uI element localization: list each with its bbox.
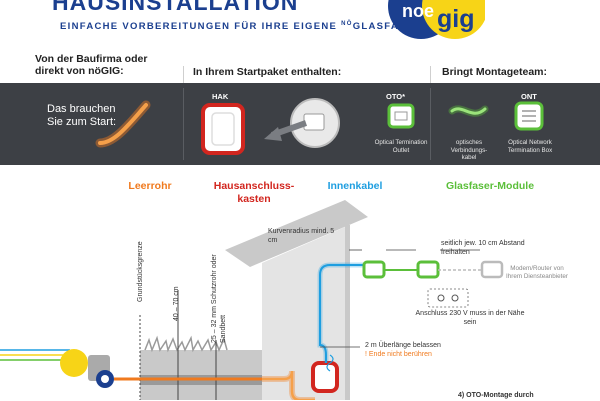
kurvenradius-note: Kurvenradius mind. 5 cm — [268, 228, 335, 244]
col2-header: In Ihrem Startpaket enthalten: — [193, 66, 342, 78]
router-icon — [480, 260, 504, 279]
hak-inner-icon — [211, 112, 235, 146]
page-title: HAUSINSTALLATION — [52, 0, 299, 15]
cable-coil-icon — [326, 354, 334, 372]
fiber-cable-icon — [450, 107, 487, 115]
col1-header: Von der Baufirma oder direkt von nöGIG: — [35, 53, 148, 77]
logo-noe-text: noe — [402, 1, 434, 21]
oto-socket-face — [303, 113, 325, 131]
hak-box-icon — [311, 361, 339, 393]
arrow-head-icon — [264, 127, 282, 141]
power-outlet-frame — [427, 288, 469, 308]
logo-gig-text: gig — [437, 5, 475, 33]
oto-label: OTO* — [386, 92, 406, 101]
oto-outlet-icon — [387, 103, 415, 129]
start-items-illustration — [95, 98, 544, 155]
logo-yellow-circle — [422, 0, 485, 39]
ueberlaenge-note: 2 m Überlänge belassen — [365, 342, 441, 349]
hak-label: HAK — [212, 92, 229, 101]
ont-description: Optical Network Termination Box — [507, 139, 553, 154]
leerrohr-icon — [98, 103, 148, 145]
innenkabel-line — [319, 264, 366, 363]
divider — [430, 66, 431, 83]
bottom-note: 4) OTO-Montage durch — [458, 392, 534, 399]
house-wall — [262, 227, 345, 400]
installation-diagram — [0, 200, 504, 400]
oto-description: Optical Termination Outlet — [374, 139, 428, 154]
ont-box-icon — [416, 260, 440, 279]
subtitle-text: EINFACHE VORBEREITUNGEN FÜR IHRE EIGENE — [60, 21, 342, 33]
power-socket-icon — [437, 294, 445, 302]
house-inner-wall — [345, 225, 350, 400]
modem-note: Modem/Router von Ihrem Diensteanbieter — [506, 265, 568, 280]
warning-icon: ! — [365, 351, 369, 358]
connector-core-icon — [101, 375, 109, 383]
power-socket-icon — [451, 294, 459, 302]
subtitle-sup: NÖ — [341, 21, 353, 27]
anschluss-note: Anschluss 230 V muss in der Nähe sein — [415, 310, 525, 326]
ont-label: ONT — [521, 92, 537, 101]
grundstuecksgrenze-label: Grundstücksgrenze — [137, 241, 144, 302]
hak-box-icon — [201, 103, 245, 155]
category-innenkabel: Innenkabel — [327, 180, 383, 192]
ende-warning: ! Ende nicht berühren — [365, 351, 432, 360]
subtitle-end: GLASFASER — [352, 21, 423, 33]
category-leerrohr: Leerrohr — [128, 180, 172, 192]
divider — [183, 66, 184, 83]
abstand-note: seitlich jew. 10 cm Abstand freihalten — [441, 240, 525, 256]
page-subtitle: EINFACHE VORBEREITUNGEN FÜR IHRE EIGENE … — [60, 21, 422, 32]
divider — [430, 88, 431, 160]
schutzrohr-label: 25 – 32 mm Schutzrohr oder Sandbett — [211, 254, 227, 343]
tiefe-label: 40 – 70 cm — [173, 286, 180, 321]
oto-outlet-icon — [362, 260, 386, 279]
col3-header: Bringt Montageteam: — [442, 66, 547, 78]
oto-outlet-port — [394, 111, 408, 121]
noegig-logo: noe gig — [388, 0, 485, 39]
house-roof — [225, 200, 368, 267]
grass-icon — [144, 335, 228, 353]
category-glasfaser-module: Glasfaser-Module — [445, 180, 535, 192]
fiber-description: optisches Verbindungs-kabel — [450, 139, 488, 161]
divider — [183, 88, 184, 160]
street-distributor-icon — [60, 349, 88, 377]
category-hausanschluss: Hausanschluss-kasten — [213, 180, 295, 205]
needs-label: Das brauchen Sie zum Start: — [47, 103, 117, 128]
ende-text: Ende nicht berühren — [368, 351, 432, 358]
